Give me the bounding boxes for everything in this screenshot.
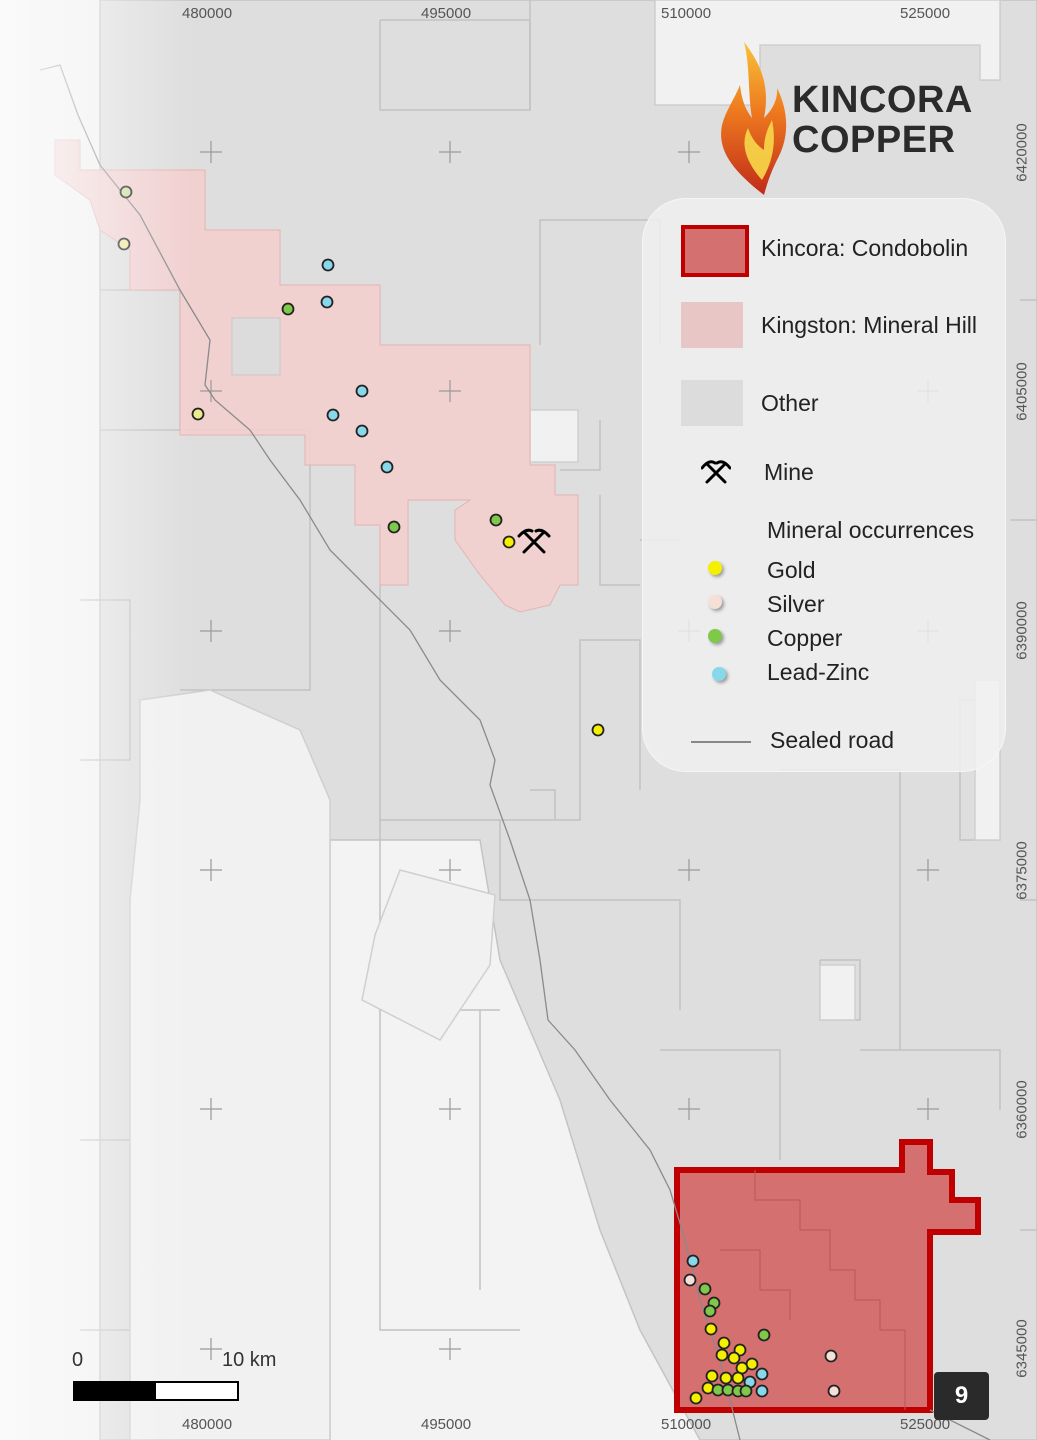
road-line-icon <box>691 741 751 743</box>
x-tick-bottom-2: 495000 <box>421 1416 472 1433</box>
x-tick-bottom-3: 510000 <box>661 1416 712 1433</box>
kincora-logo: KINCORA COPPER <box>712 40 972 200</box>
legend-other: Other <box>761 390 819 416</box>
scale-bar <box>73 1381 239 1401</box>
brand-line-2: COPPER <box>792 119 956 161</box>
legend-kingston: Kingston: Mineral Hill <box>761 312 978 338</box>
scale-end-label: 10 km <box>222 1349 277 1371</box>
y-tick-2: 6405000 <box>1013 362 1031 421</box>
mine-icon <box>517 528 551 554</box>
y-tick-3: 6390000 <box>1013 601 1031 660</box>
y-tick-6: 6345000 <box>1013 1319 1031 1378</box>
legend-occurrences-title: Mineral occurrences <box>767 517 975 543</box>
gold-dot-icon <box>708 561 722 575</box>
x-tick-bottom-4: 525000 <box>900 1416 951 1433</box>
y-tick-4: 6375000 <box>1013 841 1031 900</box>
x-tick-top-1: 480000 <box>182 5 233 22</box>
page-number: 9 <box>934 1372 989 1420</box>
lead-zinc-dot-icon <box>712 667 726 681</box>
brand-line-1: KINCORA <box>792 79 973 121</box>
y-tick-5: 6360000 <box>1013 1080 1031 1139</box>
x-tick-top-3: 510000 <box>661 5 712 22</box>
map-legend: Kincora: Condobolin Kingston: Mineral Hi… <box>642 198 1006 772</box>
mine-legend-icon <box>701 460 731 484</box>
kincora-swatch <box>681 225 749 277</box>
y-tick-1: 6420000 <box>1013 123 1031 182</box>
x-tick-top-2: 495000 <box>421 5 472 22</box>
x-tick-top-4: 525000 <box>900 5 951 22</box>
legend-mine: Mine <box>764 459 814 485</box>
kincora-internal-boundaries <box>720 1170 906 1410</box>
legend-lead-zinc: Lead-Zinc <box>767 659 870 685</box>
kingston-swatch <box>681 302 743 348</box>
other-swatch <box>681 380 743 426</box>
silver-dot-icon <box>708 595 722 609</box>
occurrences-kincora <box>683 1254 841 1405</box>
scale-start-label: 0 <box>72 1349 84 1371</box>
legend-copper: Copper <box>767 625 843 651</box>
legend-road: Sealed road <box>770 727 895 753</box>
legend-silver: Silver <box>767 591 825 617</box>
grid-crosses <box>200 141 939 1360</box>
kingston-excluded-block <box>231 317 281 376</box>
occurrences-north <box>117 185 605 737</box>
legend-gold: Gold <box>767 557 816 583</box>
legend-kincora: Kincora: Condobolin <box>761 235 969 261</box>
brand-name: KINCORA COPPER <box>792 80 973 160</box>
flame-icon <box>721 42 787 195</box>
copper-dot-icon <box>708 629 722 643</box>
x-tick-bottom-1: 480000 <box>182 1416 233 1433</box>
